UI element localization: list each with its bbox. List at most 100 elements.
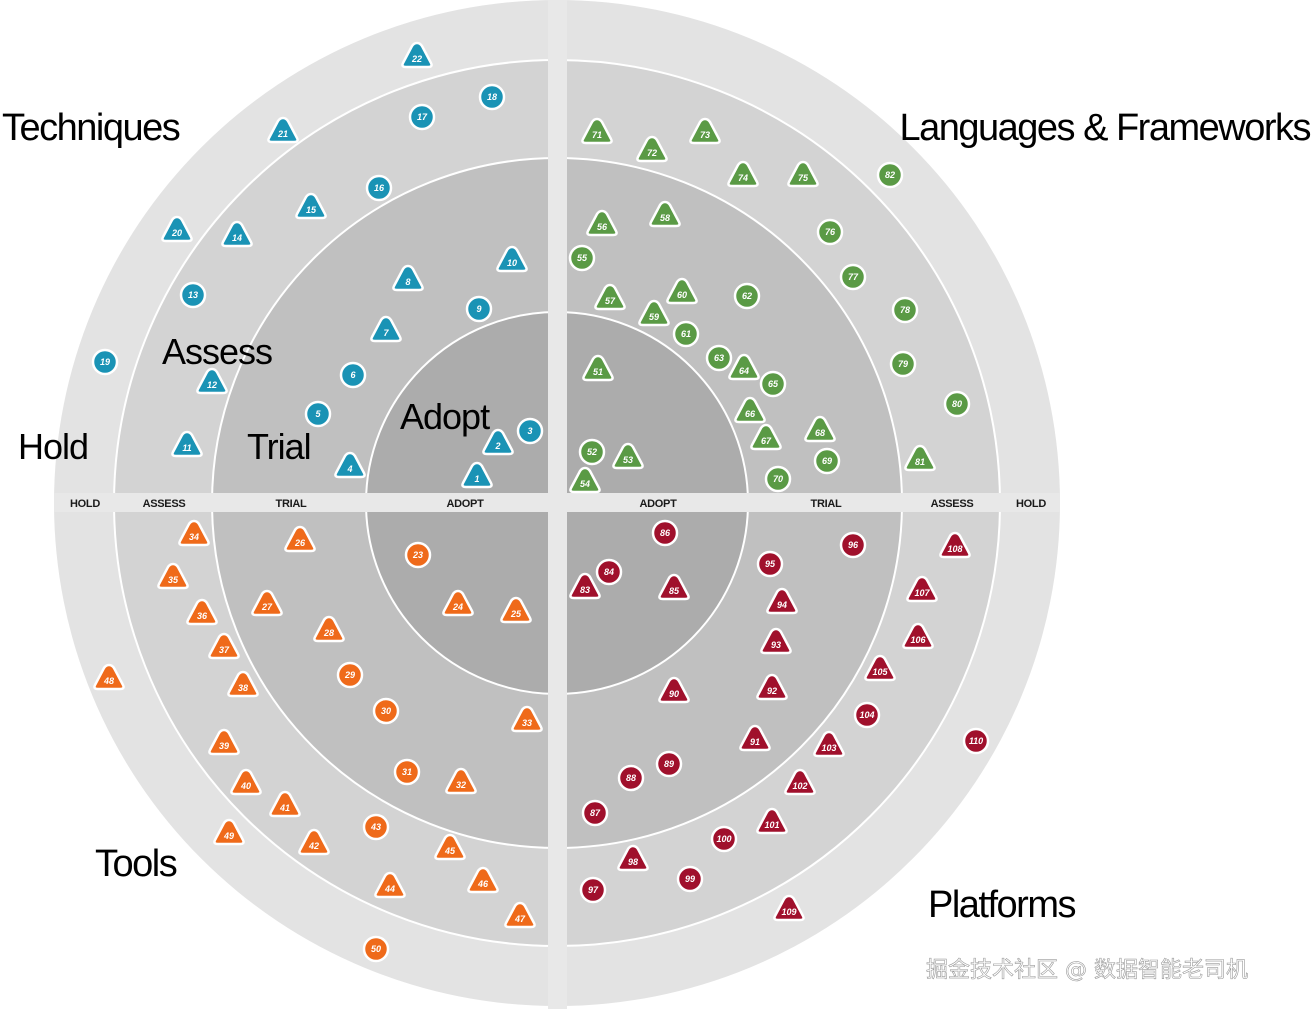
blip-triangle-marker [178,519,210,547]
blip-45: 45 [434,833,466,861]
blip-88: 88 [617,764,645,792]
blip-number: 8 [405,277,410,287]
blip-32: 32 [445,767,477,795]
blip-triangle-marker [208,728,240,756]
blip-1: 1 [461,461,493,489]
blip-triangle-marker [467,866,499,894]
blip-86: 86 [651,519,679,547]
blip-102: 102 [784,768,816,796]
blip-triangle-marker [171,430,203,458]
axis-label-right-trial: TRIAL [811,498,842,510]
blip-50: 50 [362,935,390,963]
blip-number: 55 [577,253,588,263]
blip-number: 99 [685,874,695,884]
blip-10: 10 [496,245,528,273]
blip-number: 40 [240,781,251,791]
blip-number: 86 [660,528,671,538]
blip-number: 56 [597,222,608,232]
blip-circle-marker [962,727,990,755]
blip-77: 77 [839,263,867,291]
blip-triangle-marker [612,442,644,470]
quadrant-title-techniques: Techniques [2,107,180,149]
quadrant-title-languages: Languages & Frameworks [899,107,1310,149]
blip-triangle-marker [445,767,477,795]
blip-triangle-marker [658,676,690,704]
blip-number: 61 [681,329,691,339]
blip-triangle-marker [569,572,601,600]
blip-number: 96 [848,540,859,550]
blip-69: 69 [813,447,841,475]
blips-layer: 1234567891011121314151617181920212223242… [91,41,990,963]
blip-circle-marker [393,758,421,786]
blip-109: 109 [773,894,805,922]
blip-circle-marker [336,661,364,689]
blip-number: 70 [773,474,783,484]
blip-14: 14 [221,220,253,248]
blip-triangle-marker [864,654,896,682]
blip-number: 57 [605,296,616,306]
blip-triangle-marker [334,451,366,479]
blip-107: 107 [906,575,938,603]
blip-52: 52 [578,438,606,466]
axis-label-right-hold: HOLD [1016,498,1046,510]
blip-triangle-marker [582,354,614,382]
blip-number: 9 [476,304,481,314]
blip-number: 45 [444,846,456,856]
blip-number: 52 [587,447,597,457]
blip-circle-marker [889,350,917,378]
blip-11: 11 [171,430,203,458]
blip-number: 13 [188,290,198,300]
blip-28: 28 [313,615,345,643]
blip-number: 80 [952,399,962,409]
blip-triangle-marker [649,200,681,228]
blip-number: 73 [700,130,710,140]
blip-number: 14 [232,233,242,243]
blip-circle-marker [578,438,606,466]
blip-triangle-marker [756,673,788,701]
blip-number: 82 [885,170,895,180]
blip-triangle-marker [313,615,345,643]
blip-number: 31 [402,767,412,777]
blip-51: 51 [582,354,614,382]
blip-93: 93 [760,627,792,655]
blip-38: 38 [227,670,259,698]
blip-triangle-marker [784,768,816,796]
blip-triangle-marker [401,41,433,69]
blip-circle-marker [478,83,506,111]
blip-17: 17 [408,103,436,131]
blip-circle-marker [372,697,400,725]
blip-13: 13 [179,281,207,309]
blip-triangle-marker [773,894,805,922]
blip-104: 104 [853,701,881,729]
blip-circle-marker [733,282,761,310]
blip-number: 54 [580,479,590,489]
blip-circle-marker [304,400,332,428]
blip-number: 7 [383,328,389,338]
blip-71: 71 [581,117,613,145]
blip-number: 87 [590,808,601,818]
blip-triangle-marker [586,209,618,237]
blip-circle-marker [876,161,904,189]
blip-number: 60 [677,290,687,300]
blip-48: 48 [93,663,125,691]
blip-number: 84 [604,567,614,577]
blip-circle-marker [943,390,971,418]
blip-59: 59 [638,299,670,327]
blip-19: 19 [91,348,119,376]
blip-triangle-marker [295,192,327,220]
blip-triangle-marker [374,871,406,899]
blip-76: 76 [816,218,844,246]
blip-23: 23 [404,541,432,569]
blip-number: 12 [207,380,217,390]
blip-89: 89 [655,750,683,778]
blip-triangle-marker [500,596,532,624]
blip-circle-marker [617,764,645,792]
blip-41: 41 [269,790,301,818]
blip-21: 21 [267,116,299,144]
axis-labels: HOLD ASSESS TRIAL ADOPT ADOPT TRIAL ASSE… [70,498,1047,510]
blip-81: 81 [904,444,936,472]
blip-triangle-marker [689,117,721,145]
blip-triangle-marker [230,768,262,796]
blip-number: 5 [315,409,321,419]
